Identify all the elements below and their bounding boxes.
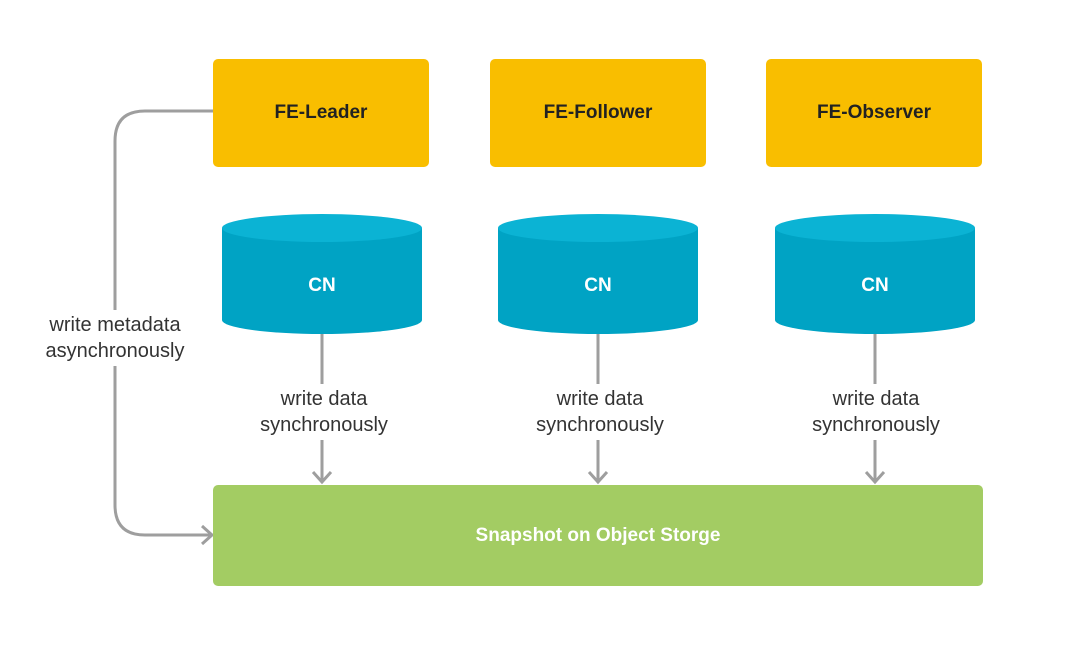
fe-follower-label: FE-Follower	[543, 102, 653, 123]
fe-observer-label: FE-Observer	[816, 102, 932, 123]
cn-cylinder-3	[775, 214, 975, 334]
metadata-arrowhead	[200, 524, 215, 546]
cn-label-2: CN	[584, 275, 612, 296]
data-write-label-2-line2: synchronously	[536, 414, 664, 436]
data-write-label-3-line2: synchronously	[812, 414, 940, 436]
object-storage-label: Snapshot on Object Storge	[475, 524, 721, 546]
data-arrowhead-2	[587, 470, 609, 485]
data-write-label-3: write data synchronously	[766, 384, 986, 440]
metadata-write-label-line2: asynchronously	[45, 340, 185, 362]
fe-observer-box: FE-Observer	[766, 59, 982, 167]
fe-follower-box: FE-Follower	[490, 59, 706, 167]
metadata-write-label-line1: write metadata	[49, 314, 181, 336]
data-arrowhead-3	[864, 470, 886, 485]
cn-cylinder-2	[498, 214, 698, 334]
data-write-label-3-line1: write data	[832, 388, 920, 410]
object-storage-box: Snapshot on Object Storge	[213, 485, 983, 586]
cn-label-3: CN	[861, 275, 889, 296]
data-write-label-1: write data synchronously	[214, 384, 434, 440]
metadata-write-label: write metadata asynchronously	[20, 310, 210, 366]
data-write-label-2: write data synchronously	[490, 384, 710, 440]
data-arrowhead-1	[311, 470, 333, 485]
data-write-label-1-line2: synchronously	[260, 414, 388, 436]
fe-leader-label: FE-Leader	[274, 102, 368, 123]
fe-leader-box: FE-Leader	[213, 59, 429, 167]
data-write-label-1-line1: write data	[280, 388, 368, 410]
data-write-label-2-line1: write data	[556, 388, 644, 410]
cn-label-1: CN	[308, 275, 336, 296]
cn-cylinder-1	[222, 214, 422, 334]
